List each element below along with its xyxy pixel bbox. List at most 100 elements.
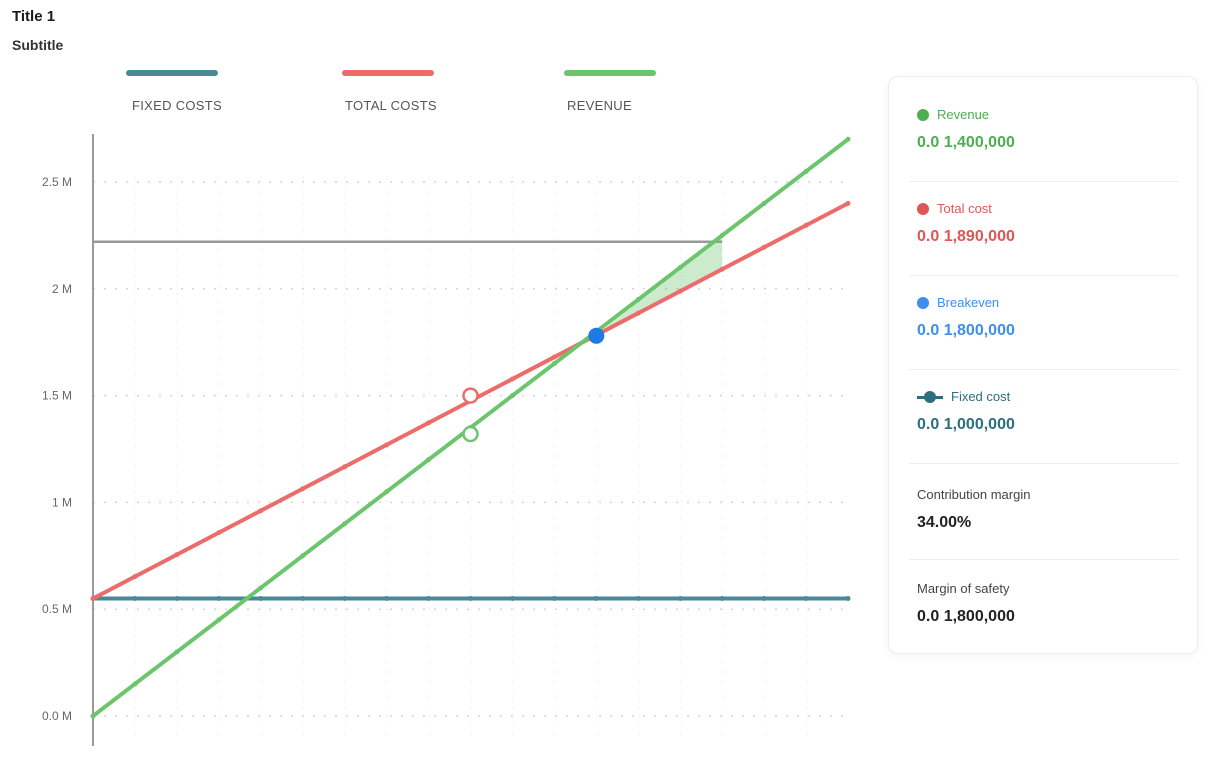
y-tick-label: 0.0 M <box>42 709 72 723</box>
series-point-revenue <box>635 296 641 302</box>
metric-fixed-cost-label: Fixed cost <box>951 389 1011 404</box>
metric-total-cost-value: 0.0 1,890,000 <box>917 228 1015 245</box>
fixed-cost-line-icon <box>917 390 943 403</box>
metric-contribution-margin: Contribution margin 34.00% <box>917 487 1181 532</box>
series-point-fixed-costs <box>132 596 138 602</box>
series-point-total-costs <box>342 464 348 470</box>
series-point-fixed-costs <box>426 596 432 602</box>
metric-fixed-cost: Fixed cost 0.0 1,000,000 <box>917 389 1181 434</box>
series-point-total-costs <box>551 354 557 360</box>
legend-item-fixed-costs[interactable]: FIXED COSTS <box>92 70 262 113</box>
series-point-total-costs <box>761 244 767 250</box>
series-point-revenue <box>719 232 725 238</box>
chart-title: Title 1 <box>12 8 56 25</box>
series-point-fixed-costs <box>384 596 390 602</box>
series-point-total-costs <box>803 222 809 228</box>
series-point-fixed-costs <box>845 596 851 602</box>
metric-revenue-label: Revenue <box>937 107 990 122</box>
series-point-total-costs <box>132 574 138 580</box>
series-point-revenue <box>90 713 96 719</box>
legend-swatch-revenue <box>564 70 656 76</box>
series-point-fixed-costs <box>258 596 264 602</box>
metric-divider <box>909 181 1179 182</box>
series-point-revenue <box>132 681 138 687</box>
series-point-revenue <box>384 489 390 495</box>
metric-margin-of-safety-value: 0.0 1,800,000 <box>917 608 1015 625</box>
legend-item-revenue[interactable]: REVENUE <box>530 70 700 113</box>
series-point-revenue <box>342 521 348 527</box>
series-point-revenue <box>845 136 851 142</box>
chart-subtitle: Subtitle <box>12 37 64 53</box>
series-point-total-costs <box>719 266 725 272</box>
series-point-fixed-costs <box>468 596 473 602</box>
legend-label-total-costs: TOTAL COSTS <box>345 98 437 113</box>
metric-contribution-margin-value: 34.00% <box>917 514 972 531</box>
series-point-total-costs <box>426 420 432 426</box>
y-tick-label: 2.5 M <box>42 175 72 189</box>
series-point-total-costs <box>384 442 390 448</box>
y-tick-label: 1.5 M <box>42 389 72 403</box>
metric-margin-of-safety: Margin of safety 0.0 1,800,000 <box>917 581 1181 626</box>
legend-label-fixed-costs: FIXED COSTS <box>132 98 222 113</box>
breakeven-dot-icon <box>917 296 929 309</box>
legend-swatch-total-costs <box>342 70 434 76</box>
hollow-marker-total-costs <box>462 387 479 404</box>
series-point-revenue <box>216 617 222 623</box>
series-point-revenue <box>803 168 809 174</box>
series-point-revenue <box>426 457 432 463</box>
revenue-dot-icon <box>917 108 929 121</box>
series-point-fixed-costs <box>342 596 348 602</box>
legend-swatch-fixed-costs <box>126 70 218 76</box>
series-point-total-costs <box>635 310 641 316</box>
metric-fixed-cost-value: 0.0 1,000,000 <box>917 416 1015 433</box>
series-point-fixed-costs <box>174 596 180 602</box>
y-tick-label: 1 M <box>52 495 72 509</box>
metric-margin-of-safety-label: Margin of safety <box>917 581 1010 596</box>
series-point-total-costs <box>300 486 306 492</box>
metric-revenue-value: 0.0 1,400,000 <box>917 134 1015 151</box>
series-point-total-costs <box>216 530 222 536</box>
series-point-fixed-costs <box>635 596 641 602</box>
y-tick-label: 2 M <box>52 282 72 296</box>
series-point-revenue <box>300 553 306 559</box>
series-point-total-costs <box>174 552 180 558</box>
series-point-fixed-costs <box>803 596 809 602</box>
series-point-fixed-costs <box>677 596 683 602</box>
series-point-revenue <box>761 200 767 206</box>
metric-contribution-margin-label: Contribution margin <box>917 487 1031 502</box>
series-point-revenue <box>509 393 515 399</box>
series-point-total-costs <box>90 596 96 602</box>
series-point-fixed-costs <box>719 596 725 602</box>
metric-divider <box>909 463 1179 464</box>
series-point-revenue <box>551 361 557 367</box>
metric-total-cost: Total cost 0.0 1,890,000 <box>917 201 1181 246</box>
series-point-fixed-costs <box>509 596 515 602</box>
metric-breakeven-value: 0.0 1,800,000 <box>917 322 1015 339</box>
series-point-revenue <box>174 649 180 655</box>
metric-breakeven-label: Breakeven <box>937 295 1000 310</box>
series-point-revenue <box>677 264 683 270</box>
chart-plot-area: 0.0 M 0.5 M 1 M 1.5 M 2 M 2.5 M <box>42 134 851 746</box>
series-point-fixed-costs <box>300 596 306 602</box>
metric-divider <box>909 369 1179 370</box>
series-point-total-costs <box>845 200 851 206</box>
metric-total-cost-label: Total cost <box>937 201 992 216</box>
series-point-fixed-costs <box>551 596 557 602</box>
series-point-fixed-costs <box>761 596 767 602</box>
legend-item-total-costs[interactable]: TOTAL COSTS <box>308 70 478 113</box>
legend-label-revenue: REVENUE <box>567 98 632 113</box>
metrics-panel: Revenue 0.0 1,400,000 Total cost 0.0 1,8… <box>888 76 1198 654</box>
breakeven-point <box>588 327 605 344</box>
series-point-total-costs <box>509 376 515 382</box>
metric-revenue: Revenue 0.0 1,400,000 <box>917 107 1181 152</box>
series-point-total-costs <box>258 508 264 514</box>
metric-divider <box>909 275 1179 276</box>
total-cost-dot-icon <box>917 202 929 215</box>
series-point-revenue <box>258 585 264 591</box>
series-point-fixed-costs <box>593 596 599 602</box>
metric-divider <box>909 559 1179 560</box>
y-tick-label: 0.5 M <box>42 602 72 616</box>
series-point-total-costs <box>677 288 683 294</box>
hollow-marker-revenue <box>462 425 479 443</box>
series-point-fixed-costs <box>216 596 222 602</box>
